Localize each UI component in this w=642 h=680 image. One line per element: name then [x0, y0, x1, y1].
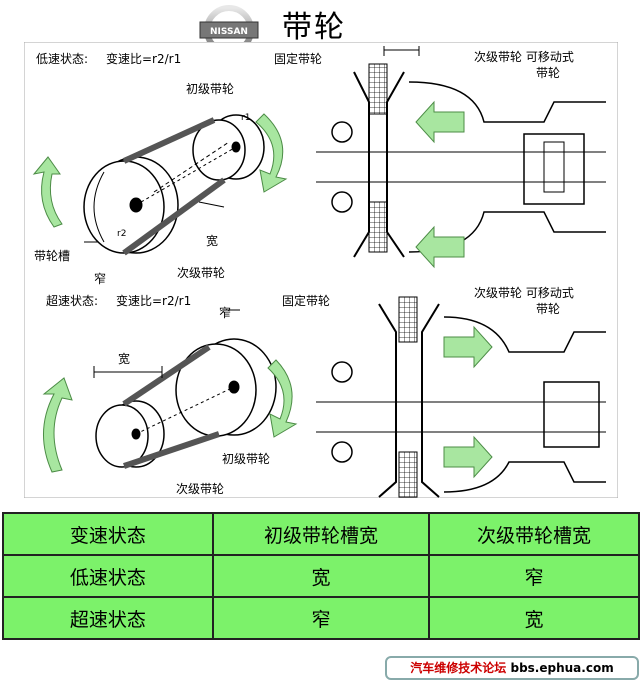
table-cell: 宽	[428, 596, 640, 640]
svg-text:r2: r2	[117, 229, 126, 239]
low-speed-movable-line2-label: 带轮	[536, 66, 561, 80]
table-header-row: 变速状态 初级带轮槽宽 次级带轮槽宽	[2, 512, 640, 556]
overdrive-state-label: 超速状态:	[46, 294, 99, 308]
pulley-diagram: r1 r2	[24, 42, 618, 498]
rotation-arrow-icon	[32, 156, 63, 228]
push-arrow-icon	[415, 100, 465, 144]
rotation-arrow-icon	[42, 377, 73, 473]
low-speed-state-label: 低速状态:	[36, 52, 89, 66]
table-cell: 窄	[211, 596, 431, 640]
table-header-cell: 初级带轮槽宽	[211, 512, 431, 556]
overdrive-fixed-pulley-label: 固定带轮	[282, 294, 331, 308]
push-arrow-icon	[443, 435, 493, 479]
low-speed-wide-label: 宽	[206, 234, 219, 248]
overdrive-ratio-label: 变速比=r2/r1	[116, 294, 192, 308]
table-cell: 低速状态	[2, 554, 214, 598]
low-speed-primary-label: 初级带轮	[186, 82, 235, 96]
table-cell: 宽	[211, 554, 431, 598]
pulley-groove-label: 带轮槽	[34, 249, 71, 263]
overdrive-wide-label: 宽	[118, 352, 131, 366]
pulley-state-table: 变速状态 初级带轮槽宽 次级带轮槽宽 低速状态 宽 窄 超速状态 窄 宽	[2, 512, 640, 640]
overdrive-secondary-label: 次级带轮	[176, 482, 225, 496]
overdrive-narrow-label: 窄	[219, 306, 232, 320]
page-title: 带轮	[282, 10, 346, 45]
low-speed-secondary-label: 次级带轮	[177, 266, 226, 280]
forum-watermark: 汽车维修技术论坛 bbs.ephua.com	[385, 656, 639, 680]
table-cell: 超速状态	[2, 596, 214, 640]
table-header-cell: 次级带轮槽宽	[428, 512, 640, 556]
table-cell: 窄	[428, 554, 640, 598]
low-speed-belt-illustration: r1 r2	[83, 113, 265, 256]
low-speed-cross-section	[315, 46, 607, 271]
table-row: 超速状态 窄 宽	[2, 596, 640, 640]
overdrive-movable-line2-label: 带轮	[536, 302, 561, 316]
table-header-cell: 变速状态	[2, 512, 214, 556]
low-speed-ratio-label: 变速比=r2/r1	[106, 52, 182, 66]
low-speed-fixed-pulley-label: 固定带轮	[274, 52, 323, 66]
rotation-arrow-icon	[255, 113, 288, 193]
overdrive-primary-label: 初级带轮	[222, 452, 271, 466]
push-arrow-icon	[443, 325, 493, 369]
rotation-arrow-icon	[267, 359, 298, 438]
low-speed-narrow-label: 窄	[94, 272, 107, 286]
logo-text: NISSAN	[210, 27, 248, 37]
overdrive-cross-section	[316, 296, 606, 498]
overdrive-belt-illustration	[93, 309, 277, 469]
low-speed-secondary-movable-label: 次级带轮 可移动式	[474, 50, 574, 64]
push-arrow-icon	[415, 225, 465, 269]
table-row: 低速状态 宽 窄	[2, 554, 640, 598]
svg-text:r1: r1	[241, 113, 250, 123]
forum-name: 汽车维修技术论坛	[410, 661, 507, 675]
forum-url: bbs.ephua.com	[510, 661, 614, 675]
overdrive-secondary-movable-label: 次级带轮 可移动式	[474, 286, 574, 300]
